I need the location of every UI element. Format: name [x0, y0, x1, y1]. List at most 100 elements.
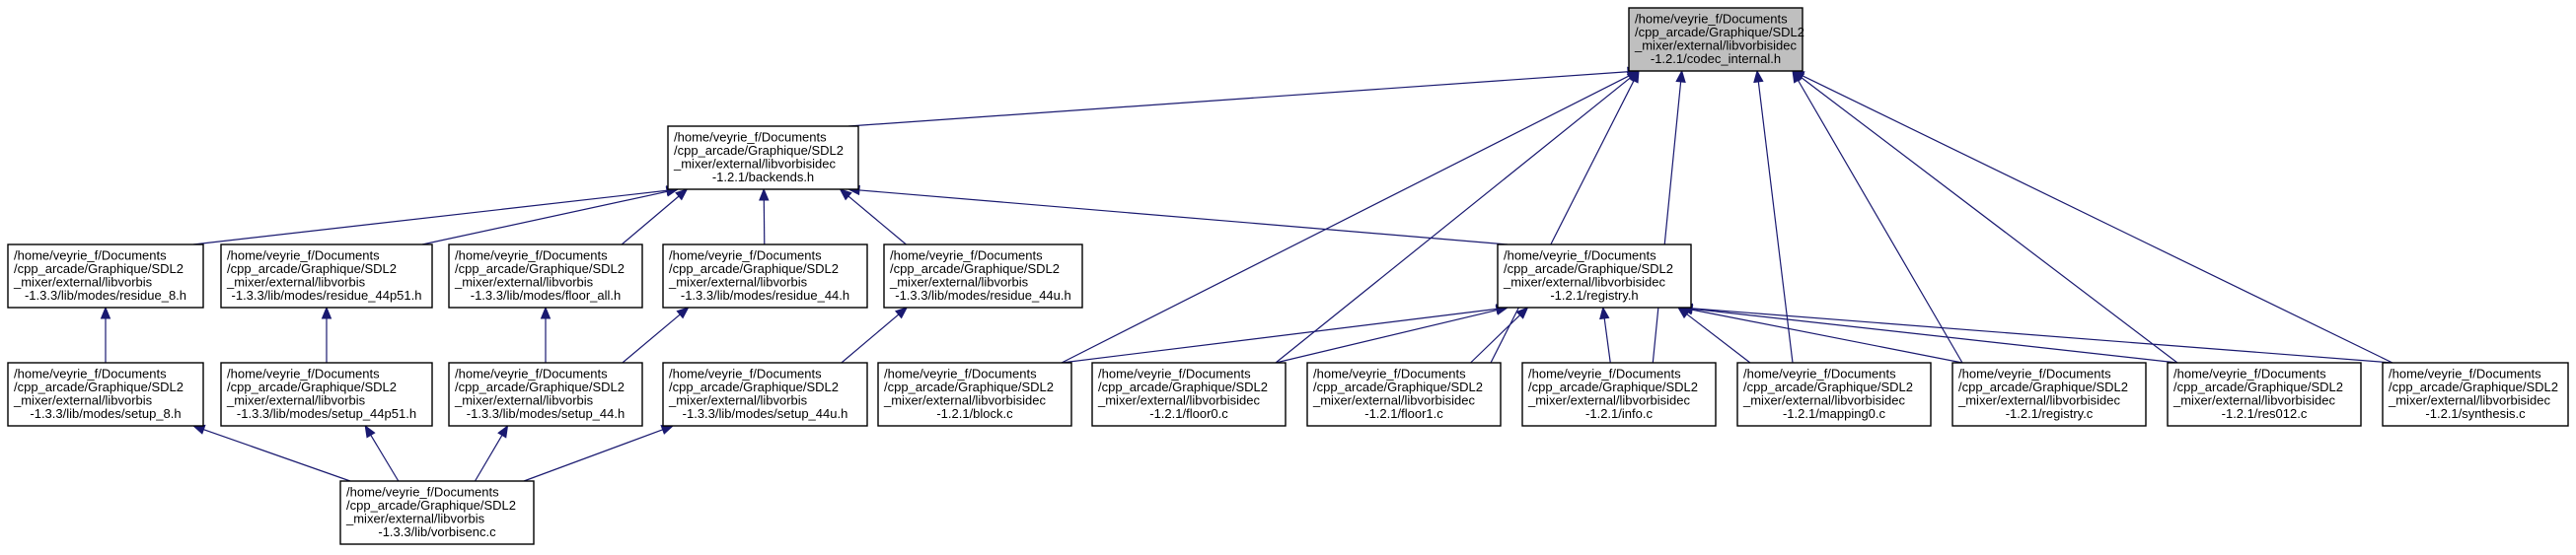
edge-line — [523, 429, 663, 482]
node-floor_all[interactable]: /home/veyrie_f/Documents/cpp_arcade/Grap… — [448, 243, 643, 309]
node-box[interactable] — [883, 243, 1083, 309]
node-box[interactable] — [1736, 362, 1932, 427]
node-backends[interactable]: /home/veyrie_f/Documents/cpp_arcade/Grap… — [667, 125, 859, 190]
edge-registry_c-to-codec_internal — [1792, 69, 1963, 364]
edge-setup_44-to-floor_all — [540, 306, 552, 363]
arrowhead-icon — [894, 307, 909, 319]
node-label-line: /home/veyrie_f/Documents — [890, 248, 1043, 263]
node-label-line: /cpp_arcade/Graphique/SDL2 — [1313, 380, 1483, 394]
node-label-line: /cpp_arcade/Graphique/SDL2 — [346, 498, 516, 513]
node-box[interactable] — [448, 362, 643, 427]
edge-res012_c-to-codec_internal — [1791, 70, 2178, 364]
edge-floor_all-to-backends — [621, 188, 689, 245]
edge-line — [622, 313, 681, 364]
edge-line — [1470, 314, 1520, 364]
node-label-line: -1.3.3/lib/modes/setup_44.h — [467, 406, 625, 421]
edge-line — [1801, 77, 2178, 364]
node-box[interactable] — [877, 362, 1072, 427]
node-label-line: /home/veyrie_f/Documents — [455, 248, 608, 263]
node-label-line: /cpp_arcade/Graphique/SDL2 — [884, 380, 1054, 394]
node-box[interactable] — [1951, 362, 2147, 427]
node-box[interactable] — [1628, 7, 1803, 72]
node-vorbisenc_c[interactable]: /home/veyrie_f/Documents/cpp_arcade/Grap… — [339, 480, 535, 545]
node-box[interactable] — [1091, 362, 1287, 427]
nodes-layer: /home/veyrie_f/Documents/cpp_arcade/Grap… — [7, 7, 2569, 545]
edge-residue_44p51-to-backends — [421, 186, 680, 245]
node-box[interactable] — [1306, 362, 1502, 427]
node-label-line: _mixer/external/libvorbisidec — [2388, 393, 2551, 408]
node-label-line: -1.2.1/registry.h — [1550, 288, 1638, 303]
node-registry_c[interactable]: /home/veyrie_f/Documents/cpp_arcade/Grap… — [1951, 362, 2147, 427]
edge-vorbisenc_c-to-setup_8 — [191, 424, 351, 482]
node-label-line: /cpp_arcade/Graphique/SDL2 — [455, 380, 625, 394]
node-label-line: -1.2.1/res012.c — [2222, 406, 2308, 421]
node-label-line: _mixer/external/libvorbis — [13, 275, 153, 290]
node-box[interactable] — [2167, 362, 2362, 427]
node-label-line: _mixer/external/libvorbisidec — [673, 157, 837, 172]
node-label-line: _mixer/external/libvorbis — [668, 275, 808, 290]
node-label-line: /cpp_arcade/Graphique/SDL2 — [1743, 380, 1913, 394]
edge-line — [1691, 308, 2393, 364]
node-label-line: /cpp_arcade/Graphique/SDL2 — [227, 261, 397, 276]
node-box[interactable] — [1521, 362, 1717, 427]
node-box[interactable] — [7, 243, 204, 309]
node-registry_h[interactable]: /home/veyrie_f/Documents/cpp_arcade/Grap… — [1497, 243, 1692, 309]
edge-line — [192, 189, 668, 245]
node-setup_44[interactable]: /home/veyrie_f/Documents/cpp_arcade/Grap… — [448, 362, 643, 427]
node-box[interactable] — [2382, 362, 2569, 427]
node-label-line: _mixer/external/libvorbis — [668, 393, 808, 408]
node-label-line: _mixer/external/libvorbis — [226, 393, 366, 408]
edge-line — [841, 313, 900, 364]
node-label-line: _mixer/external/libvorbisidec — [1097, 393, 1261, 408]
node-box[interactable] — [662, 243, 868, 309]
node-label-line: /home/veyrie_f/Documents — [669, 248, 822, 263]
node-synthesis_c[interactable]: /home/veyrie_f/Documents/cpp_arcade/Grap… — [2382, 362, 2569, 427]
arrowhead-icon — [1629, 69, 1640, 84]
arrowhead-icon — [540, 306, 552, 319]
node-label-line: -1.3.3/lib/modes/residue_44p51.h — [232, 288, 422, 303]
node-box[interactable] — [339, 480, 535, 545]
node-label-line: /home/veyrie_f/Documents — [14, 367, 167, 382]
edge-line — [621, 195, 680, 245]
node-box[interactable] — [1497, 243, 1692, 309]
node-label-line: /home/veyrie_f/Documents — [346, 485, 499, 500]
edge-vorbisenc_c-to-setup_44p51 — [364, 424, 400, 482]
node-label-line: _mixer/external/libvorbis — [889, 275, 1029, 290]
node-residue_44p51[interactable]: /home/veyrie_f/Documents/cpp_arcade/Grap… — [220, 243, 433, 309]
node-box[interactable] — [667, 125, 859, 190]
node-label-line: -1.3.3/lib/modes/floor_all.h — [471, 288, 621, 303]
node-label-line: -1.2.1/info.c — [1585, 406, 1653, 421]
node-label-line: _mixer/external/libvorbisidec — [1503, 275, 1666, 290]
node-box[interactable] — [662, 362, 868, 427]
node-setup_44u[interactable]: /home/veyrie_f/Documents/cpp_arcade/Grap… — [662, 362, 868, 427]
node-residue_44[interactable]: /home/veyrie_f/Documents/cpp_arcade/Grap… — [662, 243, 868, 309]
node-res012_c[interactable]: /home/veyrie_f/Documents/cpp_arcade/Grap… — [2167, 362, 2362, 427]
node-residue_44u[interactable]: /home/veyrie_f/Documents/cpp_arcade/Grap… — [883, 243, 1083, 309]
node-box[interactable] — [220, 362, 433, 427]
arrowhead-icon — [321, 306, 332, 319]
edge-backends-to-codec_internal — [847, 66, 1641, 127]
node-residue_8[interactable]: /home/veyrie_f/Documents/cpp_arcade/Grap… — [7, 243, 204, 309]
node-setup_8[interactable]: /home/veyrie_f/Documents/cpp_arcade/Grap… — [7, 362, 204, 427]
node-label-line: -1.3.3/lib/modes/residue_44u.h — [895, 288, 1071, 303]
node-label-line: /cpp_arcade/Graphique/SDL2 — [669, 380, 839, 394]
node-floor1_c[interactable]: /home/veyrie_f/Documents/cpp_arcade/Grap… — [1306, 362, 1502, 427]
node-block_c[interactable]: /home/veyrie_f/Documents/cpp_arcade/Grap… — [877, 362, 1072, 427]
edge-line — [847, 195, 907, 245]
node-setup_44p51[interactable]: /home/veyrie_f/Documents/cpp_arcade/Grap… — [220, 362, 433, 427]
arrowhead-icon — [1753, 69, 1764, 84]
node-mapping0_c[interactable]: /home/veyrie_f/Documents/cpp_arcade/Grap… — [1736, 362, 1932, 427]
node-info_c[interactable]: /home/veyrie_f/Documents/cpp_arcade/Grap… — [1521, 362, 1717, 427]
node-codec_internal[interactable]: /home/veyrie_f/Documents/cpp_arcade/Grap… — [1628, 7, 1804, 72]
node-label-line: -1.3.3/lib/modes/setup_8.h — [30, 406, 181, 421]
node-box[interactable] — [448, 243, 643, 309]
edges-layer — [100, 66, 2393, 482]
node-label-line: /cpp_arcade/Graphique/SDL2 — [14, 380, 184, 394]
node-box[interactable] — [220, 243, 433, 309]
edge-block_c-to-codec_internal — [1061, 70, 1641, 364]
node-box[interactable] — [7, 362, 204, 427]
node-label-line: _mixer/external/libvorbisidec — [1527, 393, 1691, 408]
node-floor0_c[interactable]: /home/veyrie_f/Documents/cpp_arcade/Grap… — [1091, 362, 1287, 427]
edge-vorbisenc_c-to-setup_44 — [474, 424, 509, 482]
node-label-line: _mixer/external/libvorbisidec — [883, 393, 1047, 408]
